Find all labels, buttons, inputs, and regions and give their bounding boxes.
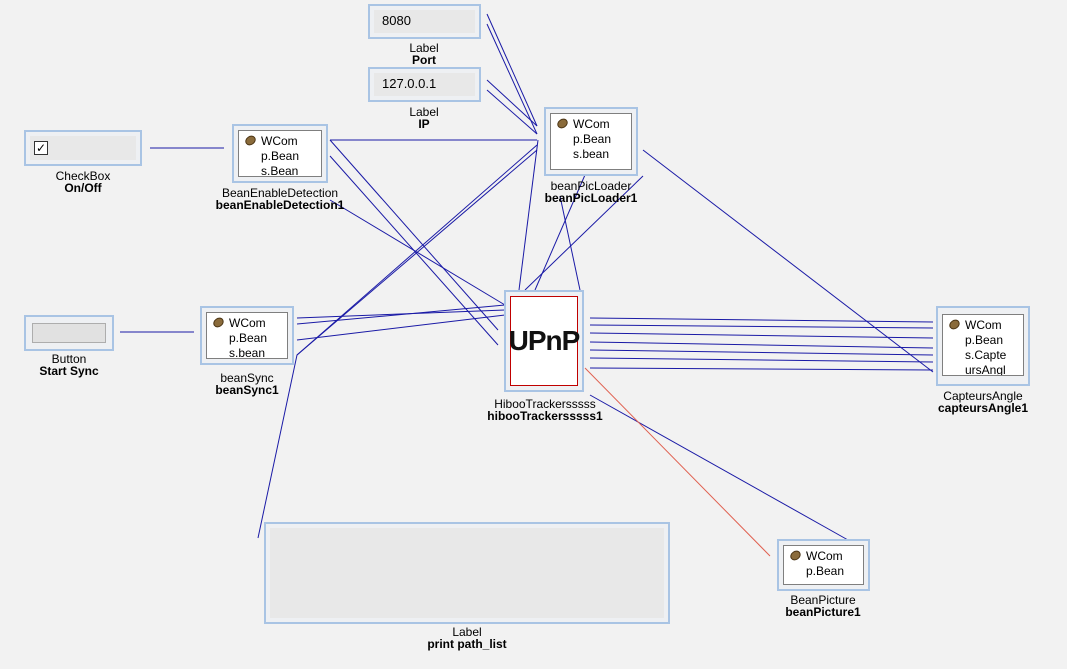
checkbox-node[interactable]: ✓: [24, 130, 142, 166]
path-list-field: [270, 528, 664, 618]
hiboo-type: HibooTrackersssss: [494, 397, 596, 411]
checkbox-caption-type: CheckBox: [55, 169, 111, 183]
bean-pic-loader-box: WCom p.Bean s.bean: [550, 113, 632, 170]
checkbox-caption: CheckBox On/Off: [43, 170, 123, 194]
button-node[interactable]: [24, 315, 114, 351]
checkbox-field: ✓: [30, 136, 136, 160]
wire-enable-to-hiboo-2: [329, 155, 499, 346]
wire-hiboo-to-capteurs-6: [589, 357, 934, 363]
bean-picture-box: WCom p.Bean: [783, 545, 864, 585]
bean-enable-detection-text: WCom p.Bean s.Bean: [261, 134, 300, 177]
upnp-logo-icon: UPnP: [508, 325, 581, 356]
start-sync-button[interactable]: [32, 323, 106, 343]
bean-sync-node[interactable]: WCom p.Bean s.bean: [200, 306, 294, 365]
ip-caption-type: Label: [409, 105, 439, 119]
bean-pic-loader-caption: beanPicLoader beanPicLoader1: [526, 180, 656, 204]
bean-picture-name: beanPicture1: [785, 605, 861, 619]
hiboo-node[interactable]: UPnP: [504, 290, 584, 392]
port-caption: Label Port: [394, 42, 454, 66]
bean-sync-box: WCom p.Bean s.bean: [206, 312, 288, 359]
bean-sync-type: beanSync: [220, 371, 274, 385]
wire-enable-to-hiboo-1: [329, 139, 499, 331]
bean-icon: [555, 116, 570, 131]
wire-hiboo-to-capteurs-1: [589, 317, 934, 323]
capteurs-angle-name: capteursAngle1: [937, 401, 1029, 415]
wire-hiboo-to-capteurs-5: [589, 349, 934, 356]
bean-pic-loader-type: beanPicLoader: [550, 179, 632, 193]
path-list-caption: Label print path_list: [387, 626, 547, 650]
ip-label-node[interactable]: 127.0.0.1: [368, 67, 481, 102]
button-caption: Button Start Sync: [29, 353, 109, 377]
capteurs-angle-caption: CapteursAngle capteursAngle1: [922, 390, 1044, 414]
wire-enable-to-hiboo-3: [329, 199, 506, 306]
wire-picloader-to-capteurs: [642, 149, 934, 373]
path-list-name: print path_list: [427, 637, 507, 651]
bean-sync-caption: beanSync beanSync1: [197, 372, 297, 396]
wire-ip-to-picloader-2: [486, 89, 538, 135]
bean-picture-type: BeanPicture: [790, 593, 856, 607]
wire-ip-to-picloader-1: [486, 79, 538, 127]
bean-enable-detection-node[interactable]: WCom p.Bean s.Bean: [232, 124, 328, 183]
path-list-type: Label: [452, 625, 482, 639]
port-label-node[interactable]: 8080: [368, 4, 481, 39]
wire-sync-to-picloader: [296, 144, 538, 356]
bean-enable-detection-caption: BeanEnableDetection beanEnableDetection1: [200, 187, 360, 211]
bean-enable-detection-type: BeanEnableDetection: [221, 186, 339, 200]
checkbox-caption-name: On/Off: [64, 181, 102, 195]
wire-sync-to-hiboo-2: [296, 304, 506, 325]
bean-icon: [243, 133, 258, 148]
bean-picture-text: WCom p.Bean: [806, 549, 845, 578]
bean-icon: [211, 315, 226, 330]
wire-hiboo-to-capteurs-7: [589, 367, 934, 371]
wire-hiboo-to-capteurs-4: [589, 341, 934, 349]
capteurs-angle-box: WCom p.Bean s.Capte ursAngl: [942, 314, 1024, 376]
hiboo-name: hibooTrackersssss1: [487, 409, 603, 423]
upnp-logo-box: UPnP: [508, 296, 581, 386]
bean-icon: [788, 548, 803, 563]
bean-sync-name: beanSync1: [215, 383, 279, 397]
wire-port-to-picloader-2: [486, 23, 538, 135]
bean-enable-detection-box: WCom p.Bean s.Bean: [238, 130, 322, 177]
bean-pic-loader-text: WCom p.Bean s.bean: [573, 117, 612, 161]
bean-enable-detection-name: beanEnableDetection1: [215, 198, 345, 212]
bean-pic-loader-name: beanPicLoader1: [544, 191, 638, 205]
ip-value-field: 127.0.0.1: [374, 73, 475, 96]
hiboo-caption: HibooTrackersssss hibooTrackersssss1: [470, 398, 620, 422]
wire-sync-to-hiboo-1: [296, 309, 506, 319]
bean-picture-node[interactable]: WCom p.Bean: [777, 539, 870, 591]
port-value: 8080: [382, 13, 411, 28]
capteurs-angle-node[interactable]: WCom p.Bean s.Capte ursAngl: [936, 306, 1030, 386]
ip-value: 127.0.0.1: [382, 76, 437, 91]
bean-sync-text: WCom p.Bean s.bean: [229, 316, 268, 359]
button-caption-name: Start Sync: [39, 364, 99, 378]
port-caption-name: Port: [412, 53, 436, 67]
wire-hiboo-to-capteurs-3: [589, 332, 934, 339]
wire-picloader-to-hiboo-1: [518, 139, 539, 291]
ip-caption-name: IP: [418, 117, 430, 131]
capteurs-angle-text: WCom p.Bean s.Capte ursAngl: [965, 318, 1007, 376]
wire-sync-to-hiboo-3: [296, 314, 506, 341]
bean-pic-loader-node[interactable]: WCom p.Bean s.bean: [544, 107, 638, 176]
ip-caption: Label IP: [394, 106, 454, 130]
port-value-field: 8080: [374, 10, 475, 33]
wire-hiboo-to-picture: [589, 394, 849, 541]
bean-picture-caption: BeanPicture beanPicture1: [767, 594, 879, 618]
capteurs-angle-type: CapteursAngle: [943, 389, 1023, 403]
wire-port-to-picloader-1: [486, 13, 538, 127]
port-caption-type: Label: [409, 41, 439, 55]
wire-picloader-to-hiboo-4: [559, 195, 581, 291]
bean-icon: [947, 317, 962, 332]
on-off-checkbox[interactable]: ✓: [34, 141, 48, 155]
button-caption-type: Button: [51, 352, 87, 366]
wire-hiboo-to-capteurs-2: [589, 324, 934, 329]
path-list-node[interactable]: [264, 522, 670, 624]
